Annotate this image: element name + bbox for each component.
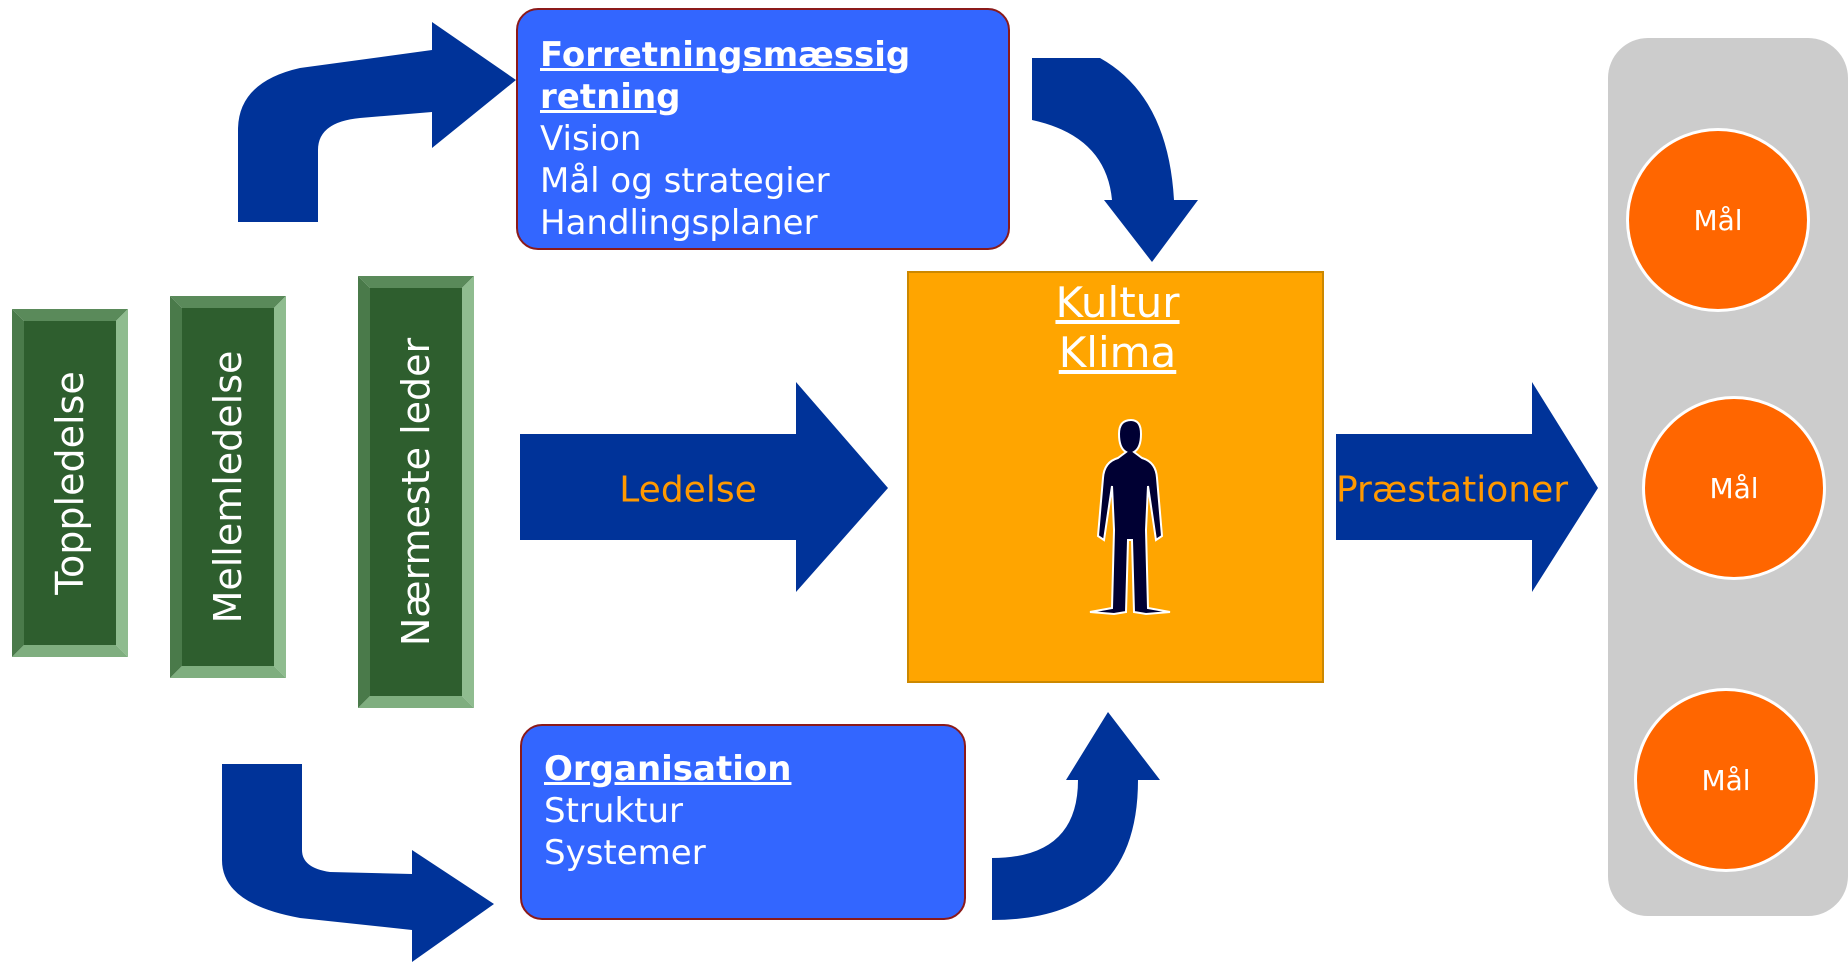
goal-label-3: Mål xyxy=(1701,763,1751,797)
arrow-top-right xyxy=(1032,58,1198,262)
label-ledelse: Ledelse xyxy=(619,469,757,511)
organisation-item-structure: Struktur xyxy=(544,791,683,831)
label-naermeste-leder: Nærmeste leder xyxy=(394,337,438,647)
culture-title-klima: Klima xyxy=(1058,328,1177,377)
bar-naermeste-leder xyxy=(358,276,474,708)
label-mellemledelse: Mellemledelse xyxy=(206,350,250,624)
arrow-praestationer xyxy=(1336,382,1598,592)
culture-title-kultur: Kultur xyxy=(1055,278,1180,327)
label-praestationer: Præstationer xyxy=(1335,469,1569,511)
business-direction-item-goals: Mål og strategier xyxy=(540,161,830,201)
bar-mellemledelse xyxy=(170,296,286,678)
goal-circle-1: Mål xyxy=(1626,128,1810,312)
person-figure xyxy=(1089,418,1171,616)
goal-label-1: Mål xyxy=(1693,203,1743,237)
bar-toppledelse xyxy=(12,309,128,657)
business-direction-heading-1: Forretningsmæssig xyxy=(540,35,911,75)
business-direction-box: Forretningsmæssig retning Vision Mål og … xyxy=(516,8,1010,250)
organisation-heading: Organisation xyxy=(544,749,792,789)
culture-title: Kultur Klima xyxy=(910,278,1325,378)
organisation-box: Organisation Struktur Systemer xyxy=(520,724,966,920)
business-direction-item-vision: Vision xyxy=(540,119,642,159)
goal-label-2: Mål xyxy=(1709,471,1759,505)
arrow-ledelse xyxy=(520,382,888,592)
arrow-top-left xyxy=(238,22,516,222)
arrow-bottom-left xyxy=(222,764,494,962)
goal-circle-2: Mål xyxy=(1642,396,1826,580)
goal-circle-3: Mål xyxy=(1634,688,1818,872)
label-toppledelse: Toppledelse xyxy=(48,371,92,595)
organisation-item-systems: Systemer xyxy=(544,833,706,873)
business-direction-heading-2: retning xyxy=(540,77,681,117)
arrow-bottom-right xyxy=(992,712,1160,920)
business-direction-item-plans: Handlingsplaner xyxy=(540,203,818,243)
